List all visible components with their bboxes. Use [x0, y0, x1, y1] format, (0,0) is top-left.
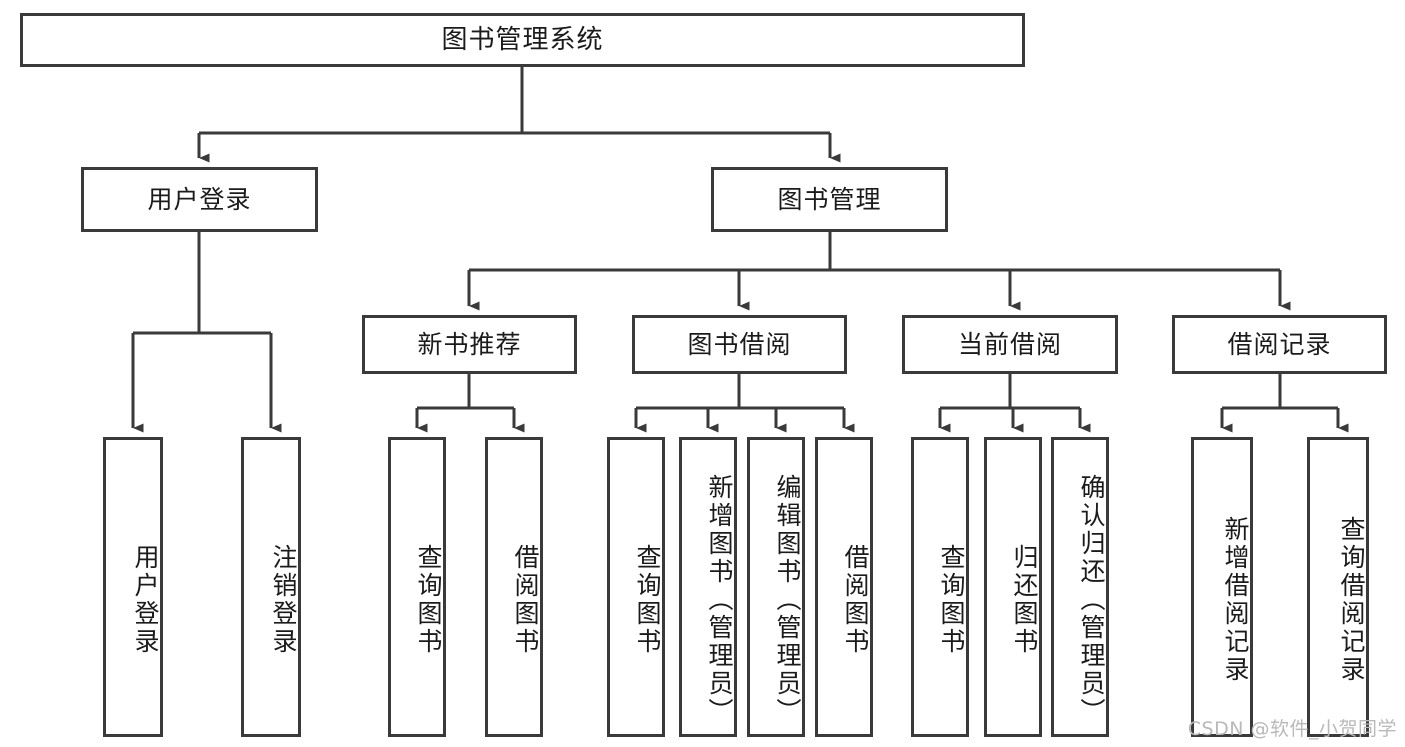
node-leaf-bb-borrow-book[interactable]: 借阅图书: [815, 437, 873, 737]
edge-current-borrow-to-leaves: [938, 374, 1091, 433]
edge-root-to-level2: [197, 67, 841, 163]
node-leaf-bb-query-book[interactable]: 查询图书: [607, 437, 665, 737]
node-label: 图书借阅: [687, 329, 792, 359]
node-label: 图书管理系统: [441, 24, 604, 55]
node-book-borrow[interactable]: 图书借阅: [632, 315, 847, 374]
node-leaf-bb-edit-book[interactable]: 编辑图书（管理员）: [747, 437, 805, 737]
node-leaf-user-logout[interactable]: 注销登录: [241, 437, 301, 737]
node-new-book-recommendation[interactable]: 新书推荐: [362, 315, 577, 374]
node-label: 编辑图书（管理员）: [773, 474, 802, 726]
node-book-manage[interactable]: 图书管理: [711, 167, 948, 232]
edge-borrow-record-to-leaves: [1220, 374, 1349, 433]
node-label: 借阅图书: [841, 544, 870, 656]
node-label: 当前借阅: [957, 329, 1062, 359]
node-label: 新增借阅记录: [1221, 516, 1250, 684]
node-label: 查询借阅记录: [1337, 516, 1366, 684]
node-label: 借阅图书: [511, 544, 540, 656]
edge-book-borrow-to-leaves: [634, 374, 855, 433]
edge-user-login-to-leaves: [131, 232, 282, 433]
node-leaf-br-query-record[interactable]: 查询借阅记录: [1307, 437, 1369, 737]
edge-book-manage-to-level3: [467, 232, 1291, 311]
node-borrow-record[interactable]: 借阅记录: [1172, 315, 1387, 374]
node-current-borrow[interactable]: 当前借阅: [902, 315, 1118, 374]
node-label: 归还图书: [1010, 544, 1039, 656]
node-label: 用户登录: [131, 544, 160, 656]
node-label: 用户登录: [147, 184, 252, 214]
node-label: 确认归还（管理员）: [1077, 474, 1106, 726]
node-leaf-cb-confirm-return[interactable]: 确认归还（管理员）: [1051, 437, 1109, 737]
node-leaf-rec-query-book[interactable]: 查询图书: [388, 437, 446, 737]
node-leaf-rec-borrow-book[interactable]: 借阅图书: [485, 437, 543, 737]
node-label: 借阅记录: [1227, 329, 1332, 359]
node-label: 新增图书（管理员）: [705, 474, 734, 726]
node-label: 查询图书: [633, 544, 662, 656]
node-label: 查询图书: [937, 544, 966, 656]
node-leaf-cb-return-book[interactable]: 归还图书: [984, 437, 1042, 737]
node-label: 新书推荐: [417, 329, 522, 359]
node-leaf-user-login[interactable]: 用户登录: [103, 437, 163, 737]
node-label: 图书管理: [777, 184, 882, 214]
node-label: 查询图书: [414, 544, 443, 656]
edge-new-book-rec-to-leaves: [415, 374, 525, 433]
node-leaf-cb-query-book[interactable]: 查询图书: [911, 437, 969, 737]
node-leaf-bb-add-book[interactable]: 新增图书（管理员）: [679, 437, 737, 737]
node-user-login[interactable]: 用户登录: [81, 167, 318, 232]
node-root-system[interactable]: 图书管理系统: [20, 13, 1025, 67]
node-leaf-br-add-record[interactable]: 新增借阅记录: [1191, 437, 1253, 737]
watermark-text: CSDN @软件_小贺同学: [1187, 718, 1397, 740]
node-label: 注销登录: [269, 544, 298, 656]
